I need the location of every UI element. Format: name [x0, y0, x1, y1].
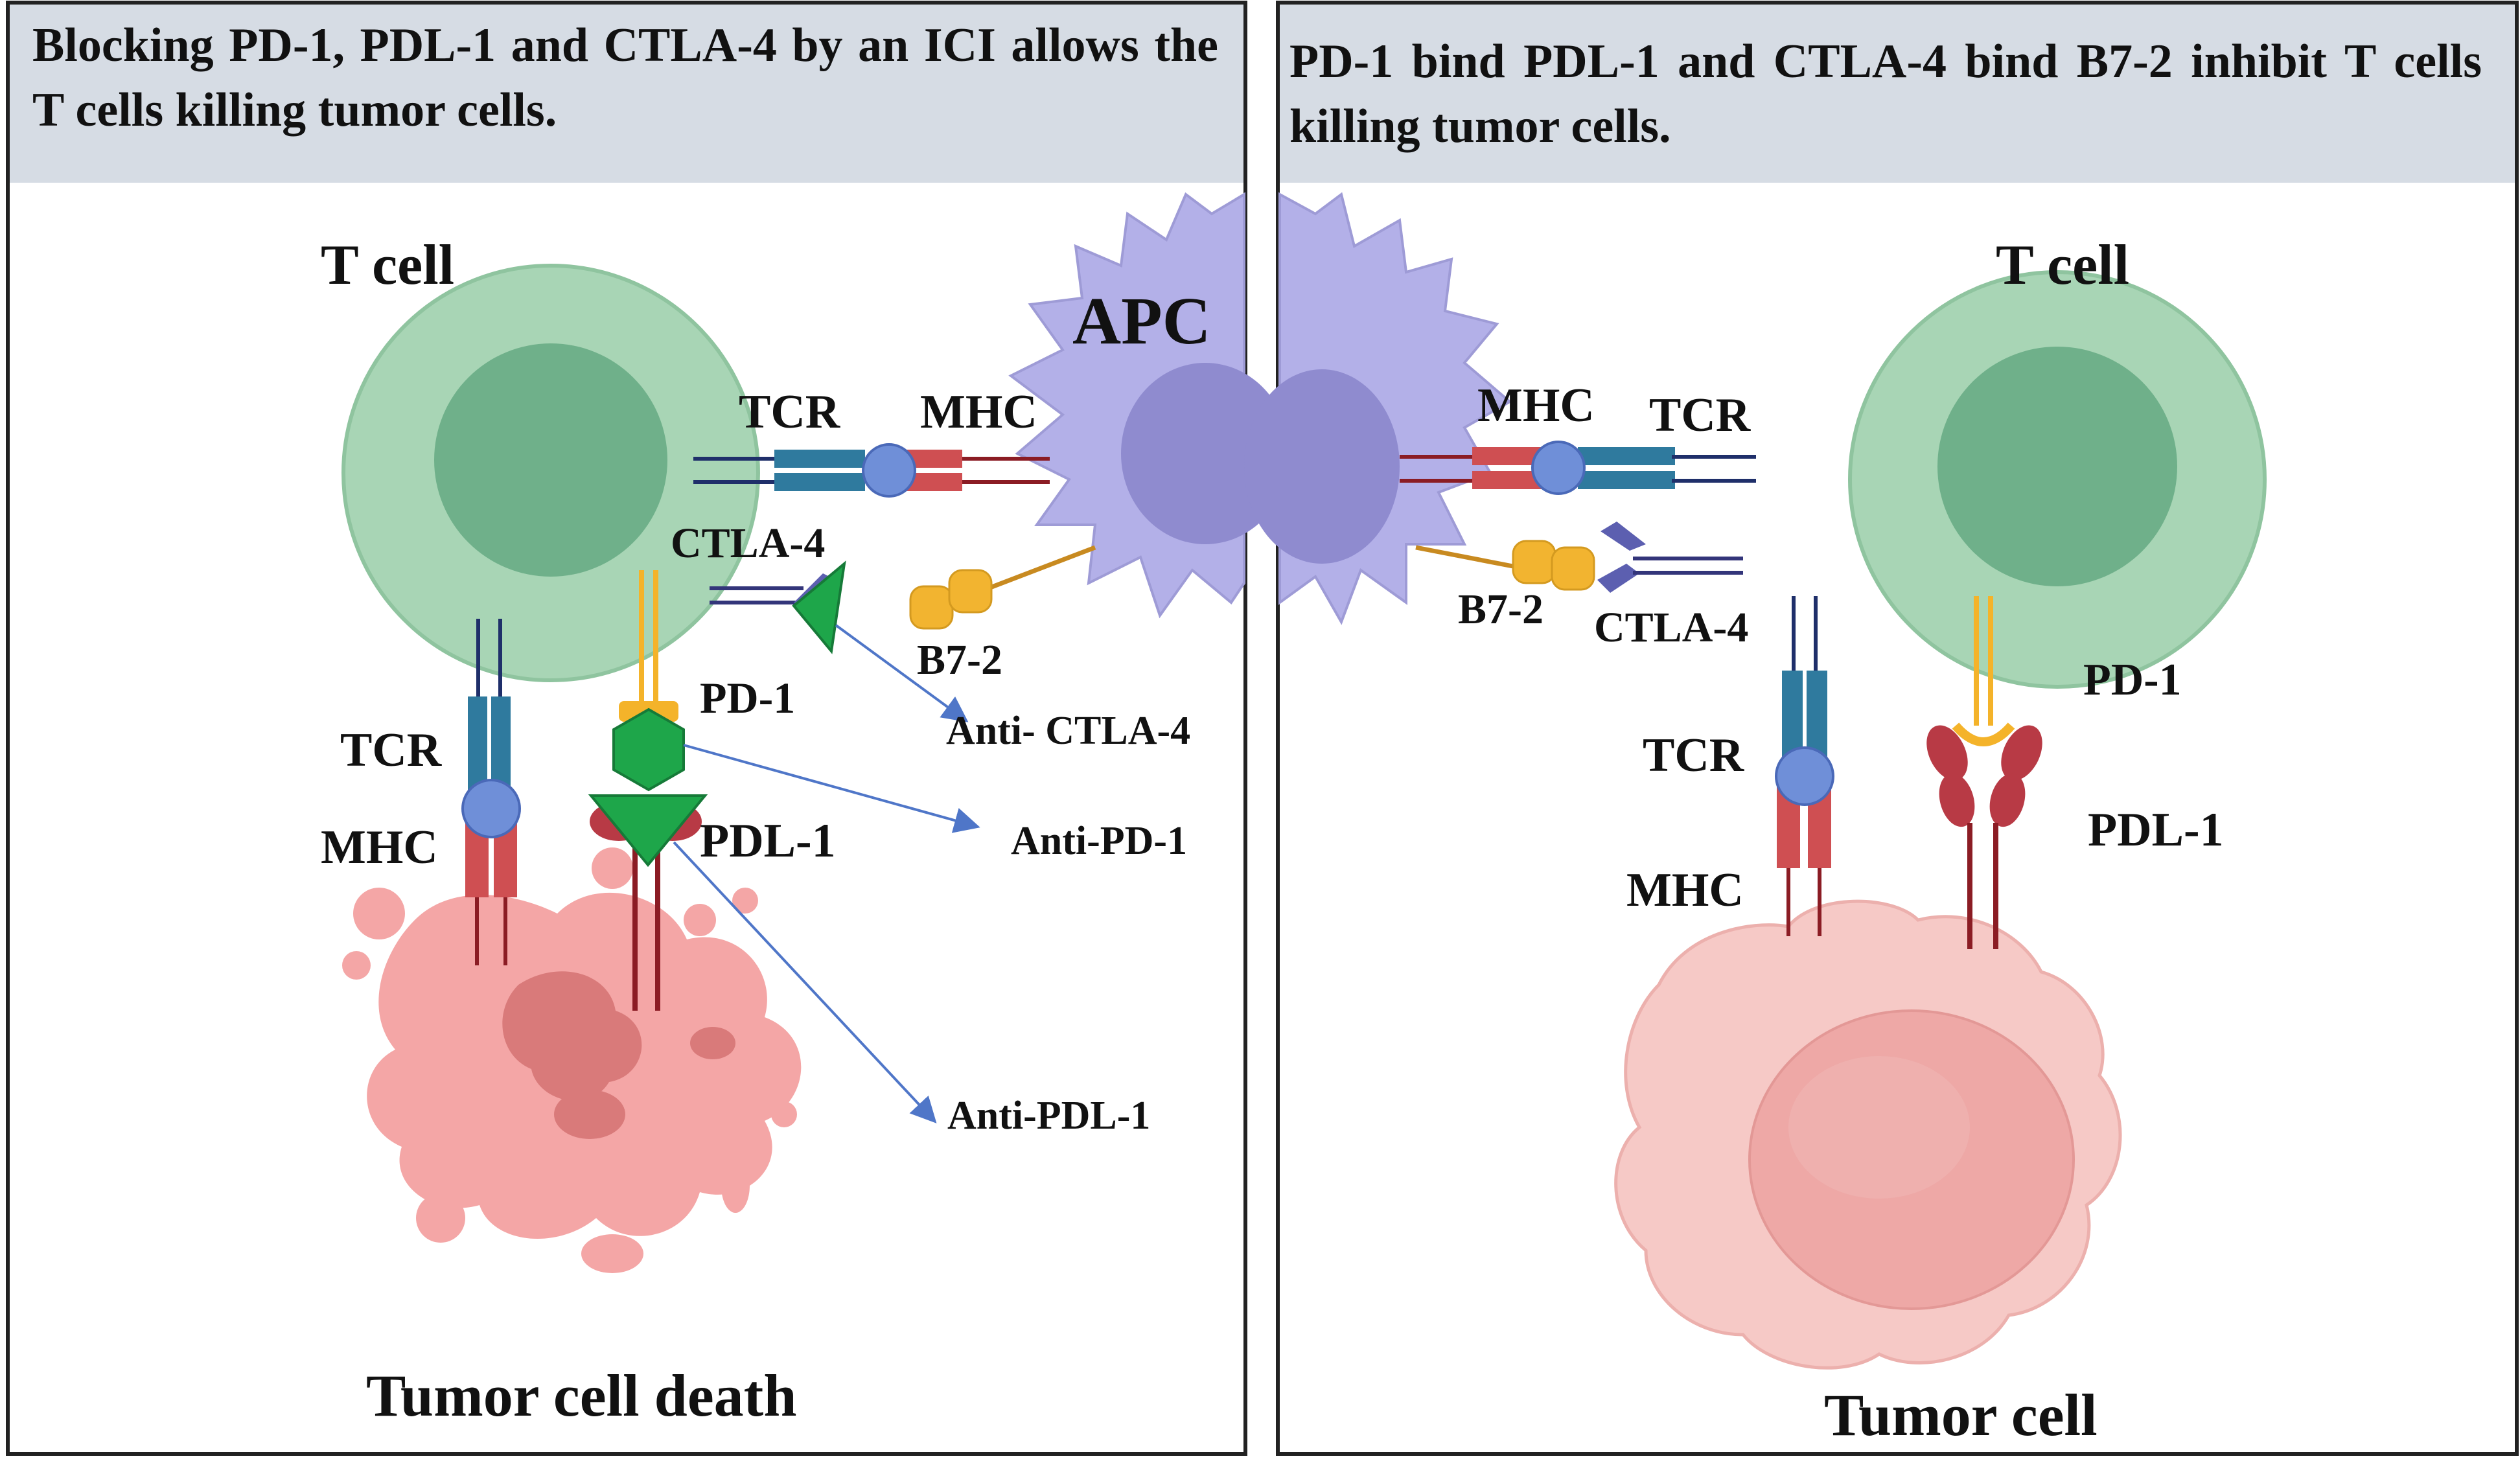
- label-anti-pd1: Anti-PD-1: [1011, 819, 1187, 863]
- tumor-fragment: [721, 1158, 750, 1213]
- anti-pdl1-drug: [588, 794, 708, 868]
- b7-2-left: [909, 545, 1096, 630]
- t-cell-nucleus: [434, 343, 667, 577]
- label-tumor-death: Tumor cell death: [366, 1363, 796, 1429]
- label-t-cell: T cell: [321, 234, 454, 297]
- apc-cell-left: [1008, 192, 1289, 619]
- t-cell-nucleus: [1937, 347, 2177, 586]
- tcr-mhc-top-left: [693, 443, 1050, 498]
- ctla4-head: [1601, 522, 1646, 551]
- tcr-chain: [774, 473, 865, 491]
- tcr-mhc-bottom-left: [461, 619, 521, 965]
- b7-2-ctla4-bound-right: [1415, 522, 1743, 593]
- apc-nucleus: [1244, 369, 1400, 564]
- left-panel: T cell APC TCR MHC CTLA-4 B7-2 PD-1 Anti…: [6, 1, 1289, 1456]
- label-tcr-top-right: TCR: [1649, 389, 1751, 442]
- tumor-fragment: [592, 847, 633, 889]
- label-ctla4-right: CTLA-4: [1594, 604, 1748, 651]
- tcr-chain: [1578, 447, 1675, 465]
- label-anti-pdl1: Anti-PDL-1: [947, 1094, 1150, 1138]
- label-mhc-bottom-right: MHC: [1626, 864, 1744, 917]
- arrow-anti-pdl1: [673, 841, 937, 1123]
- label-b7-2: B7-2: [917, 636, 1002, 684]
- label-pdl1-right: PDL-1: [2088, 803, 2224, 857]
- right-header-box: [1280, 5, 2515, 183]
- ctla4-blocked: [710, 560, 846, 654]
- pdl1-head: [1989, 773, 2026, 827]
- tumor-fragment: [342, 951, 371, 980]
- tumor-death-spot-3: [690, 1027, 735, 1059]
- tumor-fragment: [581, 1234, 643, 1273]
- label-mhc-bottom: MHC: [321, 821, 438, 874]
- label-mhc-top: MHC: [920, 385, 1037, 439]
- t-cell-right: [1848, 270, 2267, 689]
- tcr-mhc-bottom-right: [1775, 596, 1834, 936]
- label-ctla4: CTLA-4: [671, 520, 825, 567]
- b7-2-domain: [1551, 546, 1595, 591]
- left-header-box: [10, 5, 1243, 183]
- label-pd1-right: PD-1: [2083, 655, 2182, 705]
- peptide-antigen: [1775, 746, 1834, 806]
- tumor-death-spot-2: [554, 1090, 625, 1139]
- anti-pd1-drug: [612, 707, 685, 792]
- mhc-chain: [1472, 471, 1542, 489]
- t-cell-left: [341, 264, 760, 682]
- label-mhc-top-right: MHC: [1477, 379, 1595, 432]
- label-tcr-bottom-right: TCR: [1643, 729, 1745, 782]
- right-panel: T cell MHC TCR B7-2 CTLA-4 PD-1 TCR PDL-…: [1244, 1, 2519, 1456]
- tumor-cell-live: [1614, 899, 2122, 1370]
- arrow-anti-pd1: [683, 744, 980, 833]
- tumor-death-spot-1: [502, 971, 642, 1101]
- label-b7-2-right: B7-2: [1458, 586, 1543, 633]
- pd1-head: [1952, 722, 2015, 746]
- right-header-text: PD-1 bind PDL-1 and CTLA-4 bind B7-2 inh…: [1289, 35, 2482, 153]
- ctla4-head: [1597, 564, 1639, 593]
- mhc-chain: [1472, 447, 1542, 465]
- peptide-antigen: [461, 779, 521, 838]
- pdl1-head: [1926, 725, 1968, 781]
- b7-2-domain: [909, 585, 954, 630]
- tcr-chain: [1578, 471, 1675, 489]
- anti-ctla4-drug: [792, 560, 846, 654]
- label-apc: APC: [1072, 284, 1211, 358]
- label-tcr-bottom: TCR: [340, 724, 443, 777]
- label-anti-ctla4: Anti- CTLA-4: [946, 709, 1190, 753]
- label-t-cell-right: T cell: [1996, 234, 2129, 297]
- peptide-antigen: [862, 443, 916, 498]
- tumor-fragment: [771, 1101, 797, 1127]
- apc-cell-right: [1244, 192, 1512, 625]
- pdl1-head: [2001, 725, 2042, 781]
- mhc-tcr-top-right: [1400, 441, 1756, 495]
- label-tcr-top: TCR: [739, 385, 841, 439]
- b7-2-domain: [948, 569, 993, 614]
- left-header-text: Blocking PD-1, PDL-1 and CTLA-4 by an IC…: [32, 19, 1218, 137]
- tcr-chain: [774, 450, 865, 468]
- tumor-fragment: [353, 888, 405, 939]
- pdl1-head: [1939, 773, 1975, 827]
- label-pd1: PD-1: [700, 673, 795, 722]
- tumor-fragment: [684, 904, 716, 936]
- tumor-fragment: [709, 968, 743, 1002]
- peptide-antigen: [1531, 441, 1586, 495]
- tumor-fragment: [732, 888, 758, 914]
- arrow-anti-ctla4: [835, 624, 969, 722]
- b7-2-domain: [1512, 540, 1556, 584]
- label-tumor-cell: Tumor cell: [1824, 1382, 2098, 1448]
- label-pdl1: PDL-1: [700, 814, 836, 868]
- pd1-blocked: [612, 570, 685, 792]
- pd1-pdl1-bound-right: [1926, 596, 2042, 949]
- pdl1-blocked: [588, 794, 708, 1011]
- dead-tumor-cell: [342, 847, 802, 1273]
- tumor-fragment: [416, 1193, 465, 1243]
- apc-nucleus: [1121, 363, 1289, 544]
- tumor-cell-nucleolus: [1788, 1056, 1970, 1199]
